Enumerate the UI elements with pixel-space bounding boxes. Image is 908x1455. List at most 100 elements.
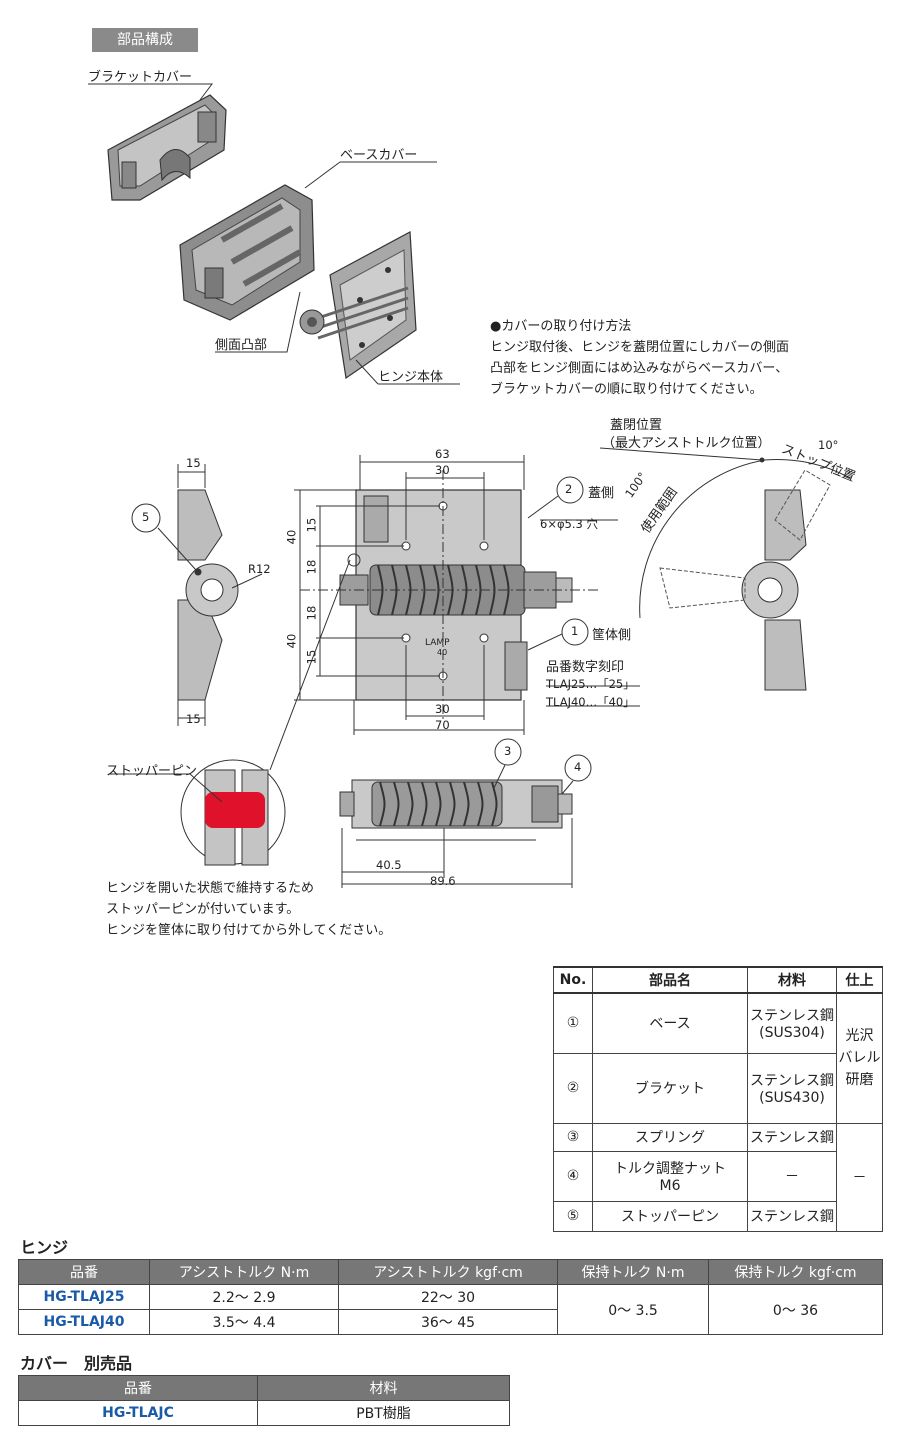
label-max-assist: （最大アシストトルク位置） [602,436,771,451]
base-cover-illustration [179,184,315,321]
bottom-view [339,738,592,888]
stopper-pin-detail [110,559,351,866]
label-stamp-title: 品番数字刻印 [546,660,625,675]
cell-finish: － [836,1122,883,1232]
cell-part-name: スプリング [592,1122,748,1152]
label-base-cover: ベースカバー [340,148,418,163]
col-no: No. [553,966,593,994]
dim-40-lower: 40 [284,633,299,649]
col-assist-nm: アシストトルク N·m [149,1259,339,1285]
label-bracket-cover: ブラケットカバー [88,70,193,85]
dim-30-top: 30 [435,463,450,477]
cell-hold-nm: 0～ 3.5 [557,1284,709,1335]
col-finish: 仕上 [836,966,883,994]
cover-howto-line: ブラケットカバーの順に取り付けてください。 [490,382,763,397]
dim-63: 63 [435,447,450,461]
cell-material: ステンレス鋼 [747,1122,837,1152]
cell-assist-nm: 3.5～ 4.4 [149,1309,339,1335]
col-part-number: 品番 [18,1375,258,1401]
stopper-note: ヒンジを筐体に取り付けてから外してください。 [106,923,392,938]
dim-89-6: 89.6 [430,874,456,888]
label-side-boss: 側面凸部 [215,338,268,353]
material-line: ステンレス鋼 [750,1073,834,1089]
cover-howto-line: 凸部をヒンジ側面にはめ込みながらベースカバー、 [490,361,789,376]
material-line: ステンレス鋼 [750,1008,834,1025]
part-name-line: M6 [659,1178,681,1194]
callout-3: 3 [504,744,512,758]
lamp-stamp: LAMP [425,638,450,648]
callout-2: 2 [565,482,573,496]
cover-howto-title: ●カバーの取り付け方法 [490,319,632,334]
cell-material: ステンレス鋼(SUS430) [747,1052,837,1124]
cell-no: ⑤ [553,1200,593,1232]
cover-spec-table: 品番 材料 HG-TLAJC PBT樹脂 [18,1375,510,1426]
cell-material: ステンレス鋼(SUS304) [747,992,837,1054]
part-name-line: トルク調整ナット [614,1161,726,1177]
finish-line: 光沢 [845,1028,874,1045]
section-tag: 部品構成 [92,28,198,52]
cell-part-name: ブラケット [592,1052,748,1124]
dim-15-top: 15 [186,456,201,470]
material-line: (SUS430) [759,1090,825,1106]
cell-material: PBT樹脂 [257,1400,510,1426]
cell-part-number: HG-TLAJ40 [18,1309,150,1335]
stopper-note: ストッパーピンが付いています。 [106,902,300,917]
label-lid-closed: 蓋閉位置 [610,418,663,433]
dim-40-upper: 40 [284,529,299,545]
cell-no: ② [553,1052,593,1124]
cell-assist-nm: 2.2～ 2.9 [149,1284,339,1310]
number-stamp: 40 [437,648,448,657]
rotation-view [599,447,851,691]
cell-material: － [747,1150,837,1202]
cell-part-name: ストッパーピン [592,1200,748,1232]
label-cabinet-side: 筐体側 [592,628,632,643]
cell-material: ステンレス鋼 [747,1200,837,1232]
finish-line: バレル [838,1050,881,1067]
cover-section-title: カバー 別売品 [20,1354,133,1373]
dim-40-5: 40.5 [376,858,402,872]
cell-part-number: HG-TLAJC [18,1400,258,1426]
material-line: (SUS304) [759,1025,825,1042]
cell-no: ④ [553,1150,593,1202]
label-stopper-pin: ストッパーピン [106,764,198,779]
cell-no: ③ [553,1122,593,1152]
cell-assist-kgf: 36～ 45 [338,1309,558,1335]
dim-70: 70 [435,718,450,732]
col-part-number: 品番 [18,1259,150,1285]
callout-5: 5 [142,510,150,524]
col-material: 材料 [257,1375,510,1401]
col-hold-kgf: 保持トルク kgf·cm [708,1259,883,1285]
label-stamp-25: TLAJ25…「25」 [546,677,635,691]
callout-1: 1 [571,624,579,638]
dim-18-upper: 18 [304,559,319,575]
cell-assist-kgf: 22～ 30 [338,1284,558,1310]
hinge-body-illustration [299,231,417,380]
dim-15-bottom: 15 [186,712,201,726]
label-stamp-40: TLAJ40…「40」 [546,695,635,709]
left-side-view [131,464,263,726]
label-r12: R12 [248,562,271,576]
dim-30-bottom: 30 [435,702,450,716]
callout-4: 4 [574,760,582,774]
hinge-section-title: ヒンジ [20,1238,69,1257]
col-hold-nm: 保持トルク N·m [557,1259,709,1285]
cell-part-number: HG-TLAJ25 [18,1284,150,1310]
dim-15-upper: 15 [304,517,319,533]
front-view [294,455,640,735]
dim-15-lower: 15 [304,649,319,665]
cell-finish: 光沢バレル研磨 [836,992,883,1124]
stopper-note: ヒンジを開いた状態で維持するため [106,881,315,896]
cover-howto-line: ヒンジ取付後、ヒンジを蓋閉位置にしカバーの側面 [490,340,790,355]
bracket-cover-illustration [107,94,227,201]
finish-line: 研磨 [845,1072,874,1089]
hinge-spec-table: 品番 アシストトルク N·m アシストトルク kgf·cm 保持トルク N·m … [18,1259,883,1335]
label-10deg: 10° [818,438,839,452]
cell-no: ① [553,992,593,1054]
label-hinge-body: ヒンジ本体 [378,370,444,385]
col-material: 材料 [747,966,837,994]
col-assist-kgf: アシストトルク kgf·cm [338,1259,558,1285]
parts-diagram [88,83,851,888]
cell-hold-kgf: 0～ 36 [708,1284,883,1335]
col-part-name: 部品名 [592,966,748,994]
